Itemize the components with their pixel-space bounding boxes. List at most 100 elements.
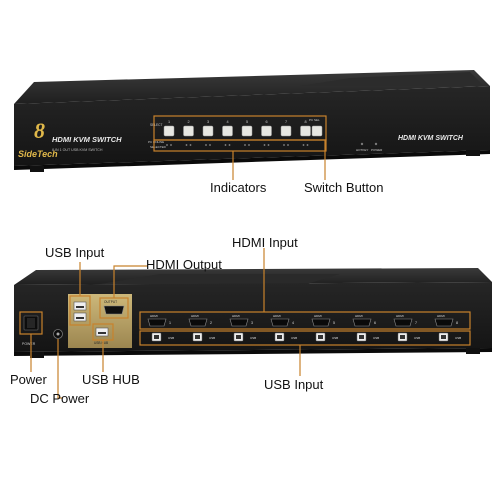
port-number-3: 3 [207, 120, 209, 124]
hdmi-output-port[interactable] [103, 305, 125, 315]
usb-input-port-b-inner-6 [359, 335, 364, 339]
switch-button-3[interactable] [202, 125, 214, 137]
callout-usb-input-bottom: USB Input [264, 377, 324, 392]
hdmi-input-port-6[interactable] [352, 318, 372, 327]
usb-input-label-8: USB [455, 336, 461, 340]
back-unit: POWER OUTPUT USB HUB HDMI1USBHDMI2USBHDM… [14, 268, 492, 358]
hdmi-input-label-6: HDMI [355, 314, 363, 318]
hdmi-output-label: OUTPUT [104, 300, 117, 304]
hdmi-input-port-2[interactable] [188, 318, 208, 327]
switch-button-1[interactable] [163, 125, 175, 137]
label-pc-sel: PC SEL [309, 118, 320, 122]
usb-input-label-5: USB [332, 336, 338, 340]
switch-button-4[interactable] [222, 125, 233, 137]
switch-button-row: 1 2 3 4 5 6 7 8 [163, 120, 323, 146]
hdmi-output-leader [113, 265, 148, 298]
port-number-6: 6 [265, 120, 267, 124]
dc-power-leader [57, 339, 62, 399]
input-number-2: 2 [210, 321, 212, 325]
port-number-4: 4 [226, 120, 228, 124]
model-title-left: HDMI KVM SWITCH [52, 135, 122, 144]
callout-switch-button: Switch Button [304, 180, 384, 195]
switch-button-8[interactable] [300, 125, 311, 137]
hdmi-input-label-2: HDMI [191, 314, 199, 318]
online-led-7 [283, 144, 285, 146]
indicators-highlight [153, 139, 327, 152]
input-number-3: 3 [251, 321, 253, 325]
power-switch-label: POWER [22, 342, 36, 346]
port-number-2: 2 [187, 120, 189, 124]
switch-button-5[interactable] [241, 125, 253, 137]
callout-hdmi-output: HDMI Output [146, 257, 222, 272]
usb-input-port-b-inner-1 [154, 335, 159, 339]
hdmi-input-label-8: HDMI [437, 314, 445, 318]
back-unit-face [14, 282, 492, 352]
online-led-6 [263, 144, 266, 146]
callout-usb-input-top: USB Input [45, 245, 105, 260]
front-unit-face [14, 86, 490, 166]
hdmi-input-port-3[interactable] [229, 318, 249, 327]
hdmi-input-port-8[interactable] [434, 318, 454, 327]
selected-led-5 [248, 144, 250, 146]
label-power: POWER [371, 148, 383, 152]
callout-power: Power [10, 372, 47, 387]
hdmi-input-port-1[interactable] [147, 318, 167, 327]
callout-usb-hub: USB HUB [82, 372, 140, 387]
switch-button-2[interactable] [183, 125, 194, 137]
hdmi-input-highlight [139, 311, 471, 330]
selected-led-8 [306, 144, 309, 146]
hdmi-input-port-7[interactable] [393, 318, 413, 327]
selected-led-6 [267, 144, 270, 146]
usb-input-port-b-inner-7 [400, 335, 405, 339]
hdmi-input-label-1: HDMI [150, 314, 158, 318]
pc-select-button[interactable] [311, 125, 323, 137]
selected-led-4 [228, 144, 231, 146]
usb-input-port-b-inner-3 [236, 335, 241, 339]
online-led-5 [244, 144, 246, 146]
usb-input-port-b-inner-5 [318, 335, 323, 339]
usb-input-label-2: USB [209, 336, 215, 340]
input-number-8: 8 [456, 321, 458, 325]
hdmi-input-label-7: HDMI [396, 314, 404, 318]
hdmi-input-label-4: HDMI [273, 314, 281, 318]
usb-input-label-4: USB [291, 336, 297, 340]
selected-led-2 [189, 144, 192, 146]
usb-input-label-7: USB [414, 336, 420, 340]
switch-button-7[interactable] [280, 125, 292, 137]
input-number-1: 1 [169, 321, 171, 325]
usb-input-label-1: USB [168, 336, 174, 340]
online-led-1 [166, 144, 168, 146]
switch-button-6[interactable] [261, 125, 272, 137]
input-number-5: 5 [333, 321, 335, 325]
usb-input-port-b-inner-8 [441, 335, 446, 339]
port-number-7: 7 [285, 120, 287, 124]
usb-input-row-highlight [139, 330, 471, 346]
online-led-3 [205, 144, 207, 146]
hdmi-input-label-3: HDMI [232, 314, 240, 318]
online-led-4 [224, 144, 227, 146]
usb-input-port-b-inner-4 [277, 335, 282, 339]
callout-dc-power: DC Power [30, 391, 90, 406]
front-unit: 8 SideTech HDMI KVM SWITCH 8 IN 1 OUT US… [14, 70, 490, 172]
selected-led-3 [209, 144, 211, 146]
usb-hub-panel-label: USB HUB [94, 341, 108, 345]
input-number-6: 6 [374, 321, 376, 325]
brand-number: 8 [34, 118, 45, 143]
hdmi-input-port-4[interactable] [270, 318, 290, 327]
row-label-selected: SELECTED [150, 145, 167, 149]
hdmi-input-port-5[interactable] [311, 318, 331, 327]
port-number-1: 1 [168, 120, 170, 124]
usb-input-label-6: USB [373, 336, 379, 340]
port-number-8: 8 [304, 120, 306, 124]
brand-logo: SideTech [18, 149, 58, 159]
callout-indicators: Indicators [210, 180, 267, 195]
row-label-select: SELECT [150, 123, 162, 127]
port-number-5: 5 [246, 120, 248, 124]
input-number-4: 4 [292, 321, 294, 325]
model-subtitle: 8 IN 1 OUT USB KVM SWITCH [52, 148, 103, 152]
online-led-8 [302, 144, 305, 146]
row-label-online: PC ONLINE [148, 140, 164, 144]
selected-led-7 [287, 144, 289, 146]
